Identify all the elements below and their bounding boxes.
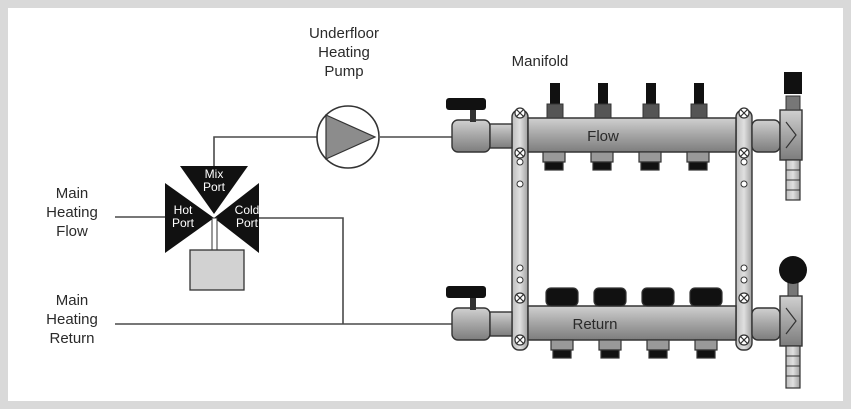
mix-port-body xyxy=(180,166,248,214)
mixing-valve: Mix Port Hot Port Cold Port xyxy=(165,166,260,291)
return-valve-handle xyxy=(446,286,486,298)
return-label: Return xyxy=(572,316,617,333)
valve-stem xyxy=(211,217,218,251)
flow-bar xyxy=(527,117,737,153)
main-return-label-1: Main xyxy=(56,292,89,309)
pressure-gauge-icon xyxy=(779,256,807,284)
return-manifold-bar: Return xyxy=(527,287,737,359)
air-vent-cap xyxy=(784,72,802,94)
pump-label-1: Underfloor xyxy=(309,25,379,42)
cold-port-label-2: Port xyxy=(236,216,259,230)
hot-port-label-1: Hot xyxy=(174,203,193,217)
main-flow-label-2: Heating xyxy=(46,204,98,221)
manifold-label: Manifold xyxy=(512,53,569,70)
main-flow-label-3: Flow xyxy=(56,223,88,240)
pump-label-2: Heating xyxy=(318,44,370,61)
flow-ball-valve xyxy=(446,98,513,153)
left-rail xyxy=(511,109,529,351)
right-rail xyxy=(735,109,753,351)
cold-port-label-1: Cold xyxy=(235,203,260,217)
flow-manifold-bar: Flow xyxy=(527,83,737,171)
cold-port-body xyxy=(214,183,259,253)
hot-port-body xyxy=(165,183,214,253)
pump-label-3: Pump xyxy=(324,63,363,80)
valve-actuator xyxy=(189,249,245,291)
main-flow-label-1: Main xyxy=(56,185,89,202)
pipework xyxy=(115,136,452,325)
hot-port-label-2: Port xyxy=(172,216,195,230)
heating-diagram: Mix Port Hot Port Cold Port xyxy=(46,25,807,389)
manifold-rails xyxy=(511,107,753,351)
main-return-label-2: Heating xyxy=(46,311,98,328)
mix-port-label-2: Port xyxy=(203,180,226,194)
pump-direction-icon xyxy=(325,114,377,160)
return-bar xyxy=(527,305,737,341)
annotations: Underfloor Heating Pump Manifold Main He… xyxy=(46,25,568,347)
flow-valve-handle xyxy=(446,98,486,110)
main-return-label-3: Return xyxy=(49,330,94,347)
return-end-fitting xyxy=(751,256,807,389)
flow-end-fitting xyxy=(751,72,803,201)
mix-to-pump-pipe xyxy=(213,136,318,167)
mix-port-label-1: Mix xyxy=(205,167,224,181)
underfloor-pump xyxy=(316,105,380,169)
return-ball-valve xyxy=(446,286,513,341)
flow-label: Flow xyxy=(587,128,619,145)
diagram-panel: Mix Port Hot Port Cold Port xyxy=(8,8,843,401)
cold-port-pipe xyxy=(258,217,344,324)
